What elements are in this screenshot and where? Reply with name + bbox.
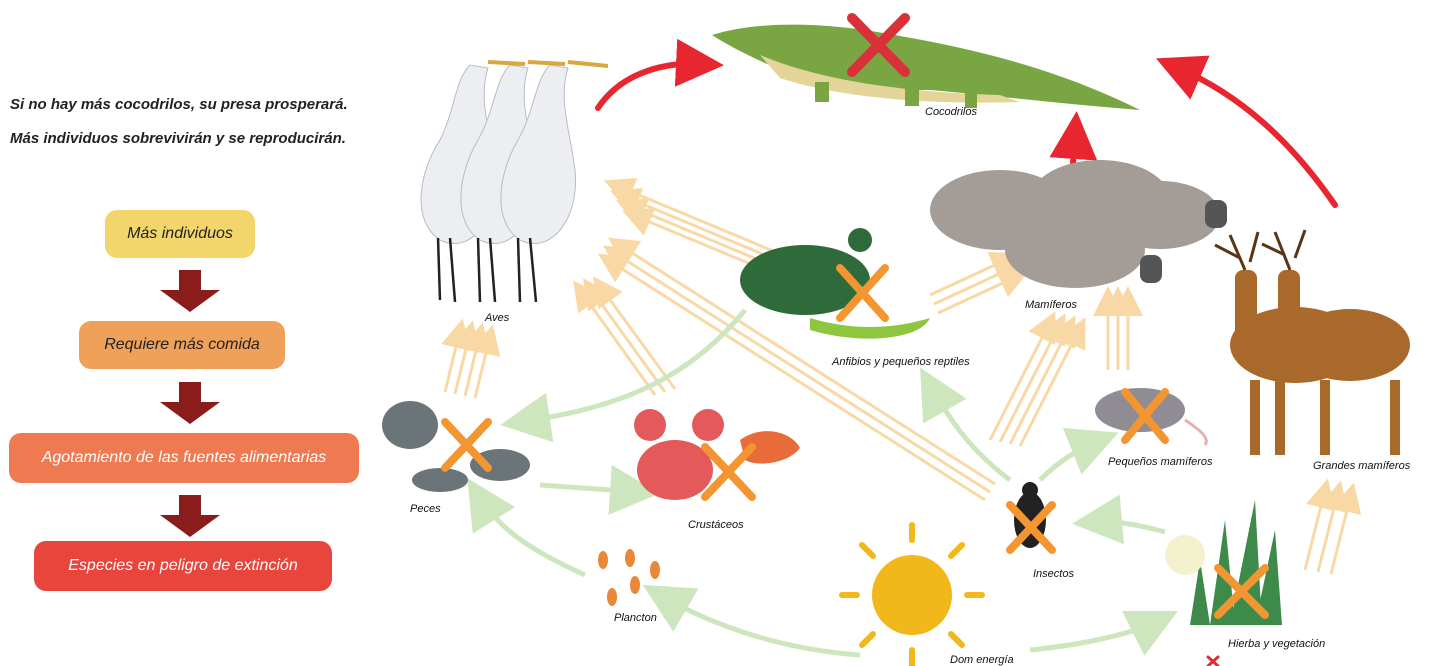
sun-illustration: [842, 525, 982, 665]
label-insectos: Insectos: [1033, 568, 1074, 580]
deer-illustration: [1230, 270, 1410, 455]
egret-illustration: [421, 65, 575, 244]
plankton-illustration: [598, 549, 660, 606]
crocodile-illustration: [712, 25, 1140, 110]
removed-legend-icon: [1208, 657, 1218, 666]
label-aves: Aves: [485, 312, 509, 324]
label-cocodrilos: Cocodrilos: [925, 106, 977, 118]
egret-legs: [438, 238, 536, 302]
label-plancton: Plancton: [614, 612, 657, 624]
label-sol: Dom energía: [950, 654, 1014, 666]
raccoon-illustration: [930, 160, 1220, 288]
deer-antlers: [1215, 230, 1305, 270]
label-crustaceos: Crustáceos: [688, 519, 744, 531]
frog-illustration: [740, 228, 930, 339]
feeding-arrows: [445, 185, 1351, 574]
label-anfibios: Anfibios y pequeños reptiles: [832, 356, 970, 368]
fish-extinct-mark: [445, 422, 488, 468]
label-peces: Peces: [410, 503, 441, 515]
label-grandes-mamiferos: Grandes mamíferos: [1313, 460, 1410, 472]
egret-beaks: [488, 62, 608, 66]
label-hierba: Hierba y vegetación: [1228, 638, 1325, 650]
label-mamiferos: Mamíferos: [1025, 299, 1077, 311]
label-pequenos-mamiferos: Pequeños mamíferos: [1108, 456, 1213, 468]
rat-illustration: [1095, 388, 1206, 445]
fish-illustration: [382, 401, 530, 492]
